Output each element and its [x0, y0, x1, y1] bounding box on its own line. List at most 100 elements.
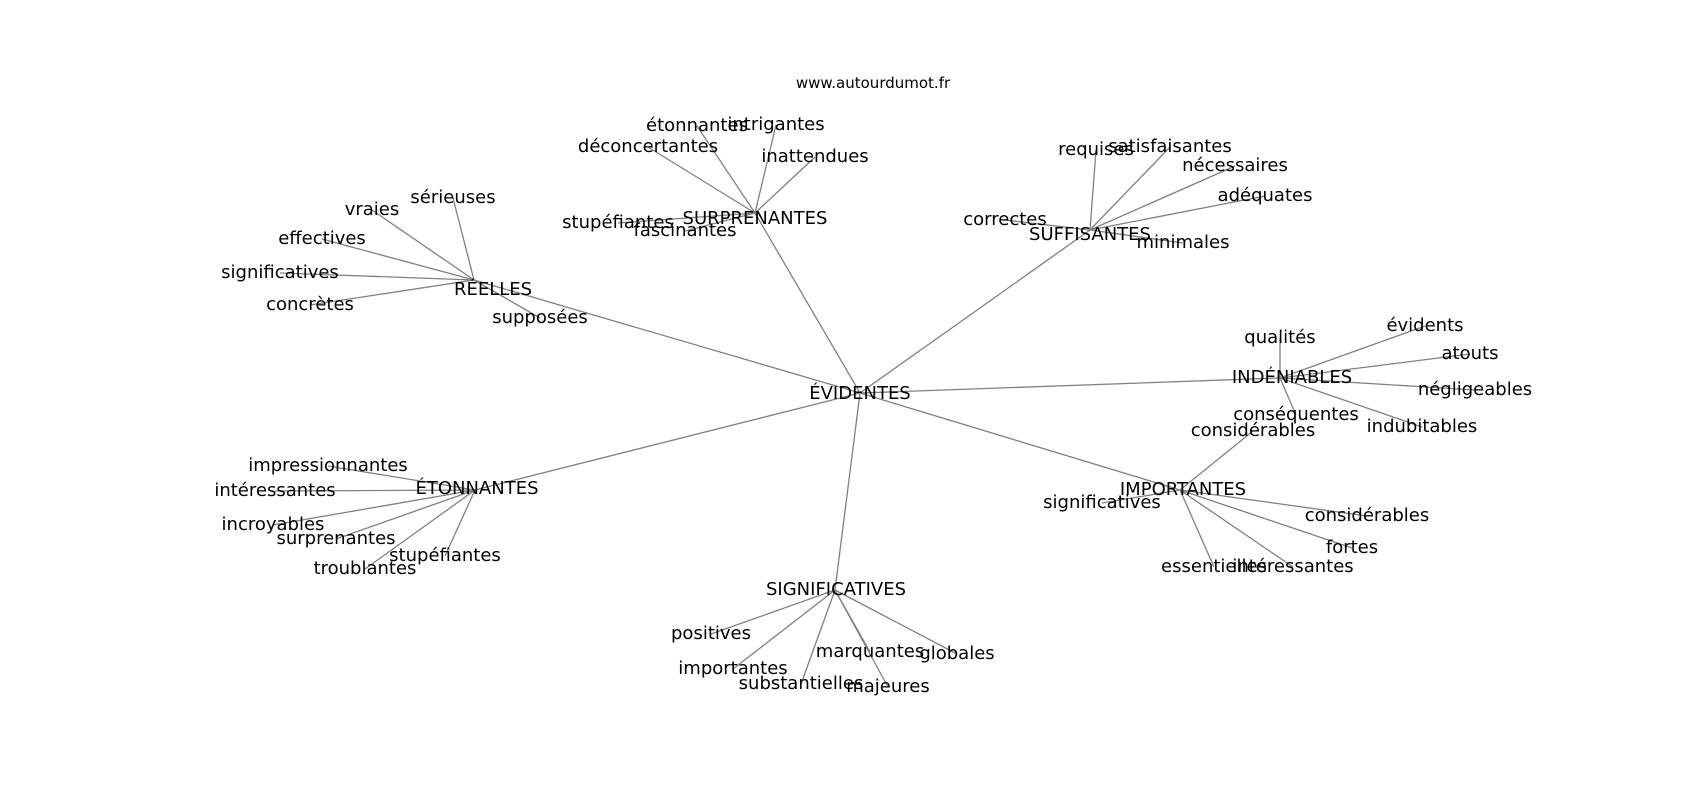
- edge-reelles-0: [452, 197, 475, 281]
- edge-indeniables-5: [1279, 377, 1297, 416]
- edge-indeniables-2: [1279, 353, 1471, 379]
- edge-center-importantes: [859, 392, 1181, 491]
- edge-reelles-4: [309, 279, 475, 306]
- watermark: www.autourdumot.fr: [796, 74, 951, 92]
- leaf-node-etonnantes: troublantes: [314, 558, 417, 579]
- cluster-node-significatives: SIGNIFICATIVES: [766, 579, 906, 600]
- leaf-node-reelles: sérieuses: [410, 187, 495, 208]
- leaf-node-indeniables: négligeables: [1418, 379, 1532, 400]
- edge-reelles-5: [473, 279, 541, 319]
- leaf-node-etonnantes: intéressantes: [214, 480, 335, 501]
- leaf-node-significatives: globales: [919, 643, 994, 664]
- edge-significatives-2: [800, 589, 836, 685]
- edge-indeniables-1: [1279, 325, 1426, 379]
- edge-surprenantes-0: [696, 125, 756, 214]
- edge-center-significatives: [834, 392, 861, 591]
- leaf-node-significatives: importantes: [678, 658, 787, 679]
- edge-etonnantes-1: [274, 489, 476, 492]
- leaf-node-reelles: vraies: [345, 199, 400, 220]
- edge-surprenantes-3: [754, 156, 816, 214]
- leaf-node-indeniables: indubitables: [1367, 416, 1478, 437]
- leaf-node-reelles: significatives: [221, 262, 339, 283]
- leaf-node-importantes: fortes: [1326, 537, 1378, 558]
- edge-suffisantes-0: [1089, 149, 1097, 231]
- edge-reelles-1: [371, 209, 475, 281]
- edge-etonnantes-0: [327, 465, 476, 491]
- leaf-node-surprenantes: intrigantes: [727, 114, 824, 135]
- edges: [272, 124, 1476, 688]
- edge-surprenantes-4: [617, 212, 756, 224]
- edge-importantes-1: [1101, 489, 1181, 504]
- leaf-node-indeniables: évidents: [1386, 315, 1463, 336]
- leaf-node-suffisantes: correctes: [963, 209, 1046, 230]
- leaf-node-reelles: supposées: [492, 307, 588, 328]
- leaf-node-significatives: substantielles: [739, 673, 864, 694]
- edge-suffisantes-5: [1089, 229, 1184, 244]
- edge-reelles-2: [321, 238, 475, 281]
- edge-importantes-2: [1179, 489, 1368, 517]
- leaf-node-significatives: majeures: [846, 676, 930, 697]
- edge-significatives-4: [834, 589, 958, 655]
- edge-significatives-0: [710, 589, 836, 635]
- edge-center-suffisantes: [859, 229, 1091, 394]
- leaf-node-reelles: effectives: [278, 228, 366, 249]
- edge-etonnantes-5: [364, 489, 476, 570]
- leaf-node-etonnantes: surprenantes: [276, 528, 395, 549]
- edge-significatives-1: [732, 589, 836, 670]
- edge-surprenantes-1: [754, 124, 777, 214]
- leaf-node-importantes: intéressantes: [1232, 556, 1353, 577]
- edge-suffisantes-2: [1089, 165, 1236, 231]
- edge-suffisantes-4: [1004, 219, 1091, 231]
- cluster-node-importantes: IMPORTANTES: [1120, 479, 1246, 500]
- leaf-node-significatives: positives: [671, 623, 751, 644]
- edge-significatives-5: [834, 589, 889, 688]
- edge-reelles-3: [279, 272, 475, 281]
- leaf-node-suffisantes: satisfaisantes: [1108, 136, 1232, 157]
- edge-etonnantes-2: [272, 489, 476, 526]
- leaf-node-suffisantes: requises: [1058, 139, 1134, 160]
- edge-suffisantes-3: [1089, 195, 1266, 231]
- edge-surprenantes-5: [684, 212, 756, 232]
- edge-center-etonnantes: [474, 392, 861, 491]
- edge-indeniables-3: [1279, 377, 1476, 391]
- leaf-node-importantes: significatives: [1043, 492, 1161, 513]
- leaf-node-etonnantes: stupéfiantes: [389, 545, 501, 566]
- leaf-node-etonnantes: impressionnantes: [248, 455, 408, 476]
- leaf-node-importantes: considérables: [1191, 420, 1316, 441]
- edge-surprenantes-2: [647, 146, 756, 214]
- cluster-node-indeniables: INDÉNIABLES: [1232, 366, 1352, 388]
- edge-importantes-0: [1179, 430, 1254, 491]
- edge-importantes-4: [1179, 489, 1215, 568]
- leaf-node-indeniables: conséquentes: [1233, 404, 1359, 425]
- edge-etonnantes-4: [444, 489, 476, 557]
- edge-center-reelles: [473, 279, 861, 394]
- leaf-node-importantes: considérables: [1305, 505, 1430, 526]
- leaf-node-suffisantes: adéquates: [1218, 185, 1313, 206]
- edge-suffisantes-1: [1089, 146, 1171, 231]
- cluster-node-suffisantes: SUFFISANTES: [1029, 224, 1151, 245]
- leaf-node-surprenantes: fascinantes: [634, 220, 737, 241]
- leaf-node-surprenantes: inattendues: [761, 146, 868, 167]
- leaf-node-surprenantes: stupéfiantes: [562, 212, 674, 233]
- center-node-label: ÉVIDENTES: [809, 382, 911, 404]
- edge-etonnantes-3: [335, 489, 476, 540]
- edge-importantes-3: [1179, 489, 1353, 549]
- leaf-node-indeniables: atouts: [1442, 343, 1499, 364]
- edge-center-surprenantes: [754, 212, 861, 394]
- edge-indeniables-4: [1279, 377, 1423, 428]
- leaf-node-significatives: marquantes: [816, 641, 924, 662]
- edge-center-indeniables: [859, 377, 1281, 394]
- cluster-node-surprenantes: SURPRENANTES: [683, 208, 828, 229]
- leaf-node-indeniables: qualités: [1244, 327, 1315, 348]
- leaf-node-surprenantes: étonnantes: [646, 115, 748, 136]
- leaf-node-importantes: essentielles: [1161, 556, 1267, 577]
- leaf-node-suffisantes: nécessaires: [1182, 155, 1288, 176]
- cluster-node-reelles: RÉELLES: [454, 278, 532, 300]
- labels: ÉVIDENTES RÉELLES sérieuses vraies effective…: [214, 114, 1532, 697]
- leaf-node-etonnantes: incroyables: [222, 514, 325, 535]
- leaf-node-surprenantes: déconcertantes: [578, 136, 718, 157]
- edge-importantes-5: [1179, 489, 1294, 568]
- leaf-node-suffisantes: minimales: [1137, 232, 1230, 253]
- leaf-node-reelles: concrètes: [266, 294, 354, 315]
